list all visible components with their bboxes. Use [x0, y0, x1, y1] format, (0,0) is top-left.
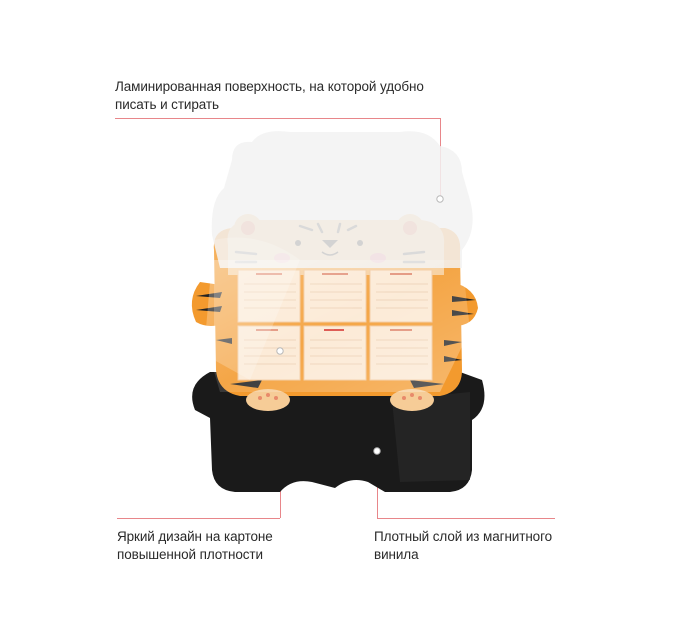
laminate-top: [211, 131, 473, 268]
laminate-glare: [214, 237, 300, 380]
caption-bright-design: Яркий дизайн на картоне повышенной плотн…: [117, 529, 273, 562]
leader-dot-laminated: [436, 195, 444, 203]
leader-line-vinyl-horizontal: [377, 518, 555, 519]
laminated-layer: [205, 131, 473, 392]
vinyl-sheen: [392, 392, 470, 482]
leader-dot-design: [276, 347, 284, 355]
laminate-film: [205, 260, 470, 392]
leader-line-design-horizontal: [117, 518, 280, 519]
tiger-left-foot: [246, 389, 290, 411]
caption-magnetic-vinyl: Плотный слой из магнитного винила: [374, 529, 553, 562]
leader-dot-vinyl: [373, 447, 381, 455]
tiger-feet: [246, 389, 434, 411]
leader-line-laminated-horizontal: [115, 118, 440, 119]
tiger-right-foot: [390, 389, 434, 411]
caption-laminated-surface: Ламинированная поверхность, на которой у…: [115, 79, 424, 112]
